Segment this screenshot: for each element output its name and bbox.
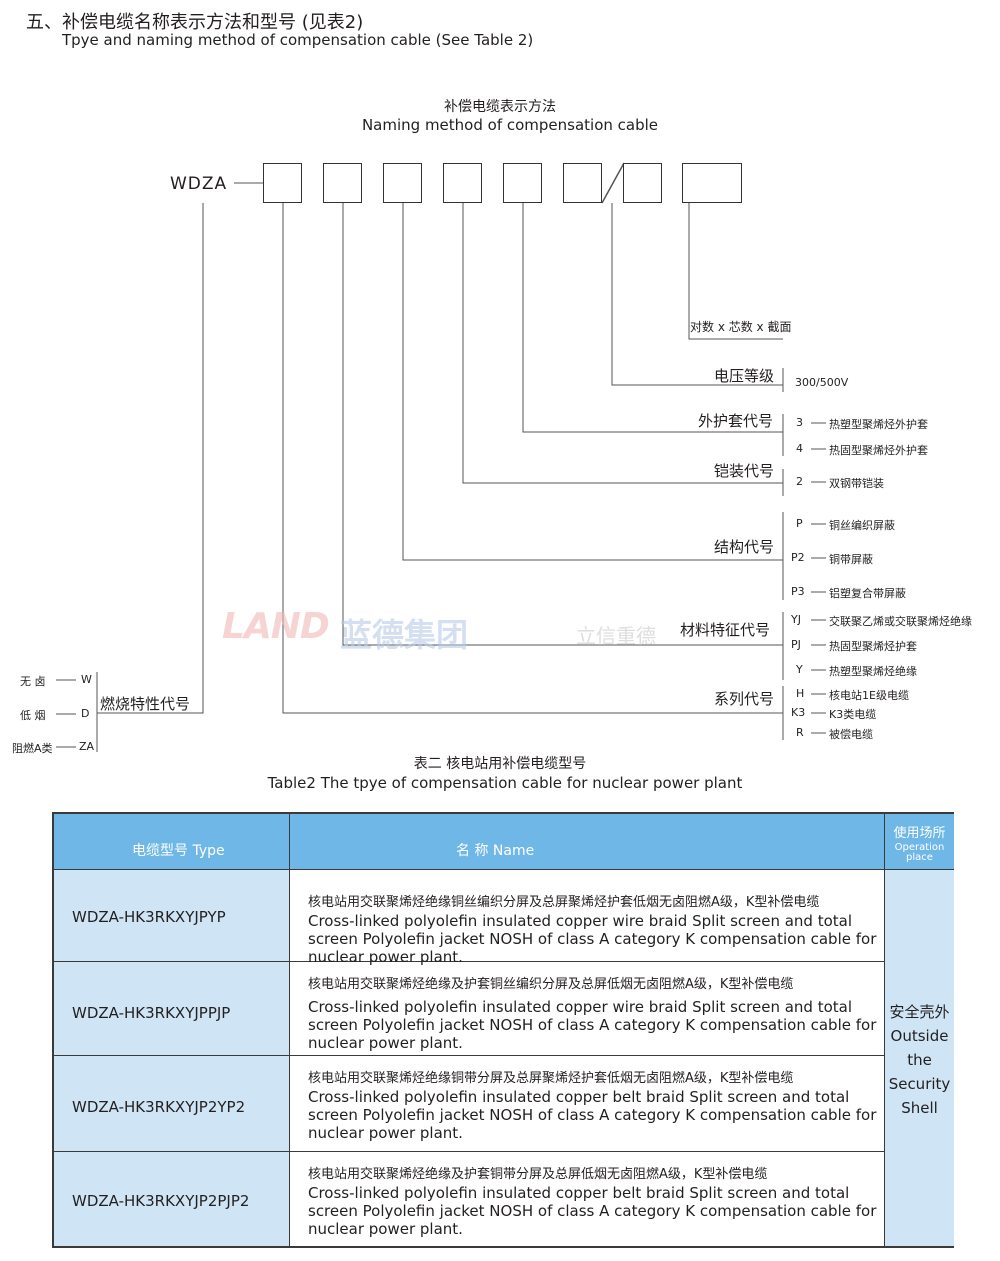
table-title-en: Table2 The tpye of compensation cable fo…	[267, 774, 743, 792]
code-box-armor	[443, 163, 482, 203]
field-label-voltage: 电压等级	[714, 367, 775, 385]
fire-option-code: W	[81, 673, 92, 686]
option-code: 2	[796, 475, 803, 488]
option-code: H	[796, 687, 805, 700]
code-box-voltage-a	[563, 163, 602, 203]
option-text: 热塑型聚烯烃外护套	[829, 418, 928, 431]
code-box-voltage-b	[623, 163, 662, 203]
code-box-material	[323, 163, 362, 203]
cable-name-en: Cross-linked polyolefin insulated copper…	[308, 912, 877, 966]
field-label-size: 对数 x 芯数 x 截面	[690, 320, 792, 334]
fire-option-name: 无 卤	[20, 675, 46, 688]
cable-type: WDZA-HK3RKXYJPPJP	[72, 1004, 231, 1022]
table-header-name-label: 名 称 Name	[456, 843, 535, 859]
table-row-name: 核电站用交联聚烯烃绝缘及护套铜丝编织分屏及总屏低烟无卤阻燃A级，K型补偿电缆 C…	[290, 962, 885, 1056]
place-text: 安全壳外 Outside the Security Shell	[885, 1000, 954, 1120]
field-label-structure: 结构代号	[714, 538, 775, 556]
field-label-series: 系列代号	[714, 690, 775, 708]
code-box-size	[682, 163, 742, 203]
field-label-material: 材料特征代号	[680, 621, 771, 639]
fire-option-name: 阻燃A类	[12, 742, 53, 755]
option-text: 热固型聚烯烃护套	[829, 640, 917, 653]
table-header-type-label: 电缆型号 Type	[132, 843, 225, 859]
table-row: WDZA-HK3RKXYJPPJP	[54, 962, 290, 1056]
option-code: R	[796, 726, 804, 739]
table-place-cell: 安全壳外 Outside the Security Shell	[885, 870, 954, 1246]
table-header-place: 使用场所 Operation place	[885, 814, 954, 870]
table-header-place-en: Operation place	[894, 842, 945, 863]
code-box-structure	[383, 163, 422, 203]
option-text: 铝塑复合带屏蔽	[829, 587, 906, 600]
place-en: Outside the Security Shell	[888, 1027, 951, 1117]
table-row: WDZA-HK3RKXYJPYP	[54, 870, 290, 962]
table-row-name: 核电站用交联聚烯烃绝缘铜带分屏及总屏聚烯烃护套低烟无卤阻燃A级，K型补偿电缆 C…	[290, 1056, 885, 1152]
cable-name: 核电站用交联聚烯烃绝缘铜丝编织分屏及总屏聚烯烃护套低烟无卤阻燃A级，K型补偿电缆…	[308, 894, 878, 966]
option-code: Y	[796, 663, 803, 676]
fire-option-name: 低 烟	[20, 709, 46, 722]
option-text: 热塑型聚烯烃绝缘	[829, 665, 917, 678]
code-box-series	[263, 163, 302, 203]
cable-name-cn: 核电站用交联聚烯烃绝缘铜带分屏及总屏聚烯烃护套低烟无卤阻燃A级，K型补偿电缆	[308, 1071, 794, 1086]
option-text: 热固型聚烯烃外护套	[829, 444, 928, 457]
place-cn: 安全壳外	[889, 1003, 950, 1021]
cable-name-en: Cross-linked polyolefin insulated copper…	[308, 1184, 877, 1238]
table-title-cn: 表二 核电站用补偿电缆型号	[413, 756, 587, 772]
option-code: 4	[796, 442, 803, 455]
option-code: P3	[791, 585, 805, 598]
diagram-connector-lines	[56, 162, 826, 752]
cable-type: WDZA-HK3RKXYJP2YP2	[72, 1098, 246, 1116]
cable-name: 核电站用交联聚烯烃绝缘铜带分屏及总屏聚烯烃护套低烟无卤阻燃A级，K型补偿电缆 C…	[308, 1070, 878, 1142]
cable-name-cn: 核电站用交联聚烯烃绝缘及护套铜丝编织分屏及总屏低烟无卤阻燃A级，K型补偿电缆	[308, 977, 794, 992]
code-prefix: WDZA	[170, 174, 228, 194]
option-text: 交联聚乙烯或交联聚烯烃绝缘	[829, 615, 972, 628]
option-code: PJ	[791, 638, 801, 651]
table-header-name: 名 称 Name	[290, 814, 885, 870]
table-row: WDZA-HK3RKXYJP2YP2	[54, 1056, 290, 1152]
option-text: 铜丝编织屏蔽	[829, 519, 895, 532]
option-code: YJ	[791, 613, 801, 626]
field-label-jacket: 外护套代号	[698, 412, 774, 430]
option-text: 被偿电缆	[829, 728, 873, 741]
watermark-brand: 蓝德集团	[340, 616, 469, 654]
table-header-type: 电缆型号 Type	[54, 814, 290, 870]
section-title-en: Tpye and naming method of compensation c…	[62, 31, 534, 49]
option-text: 核电站1E级电缆	[829, 689, 909, 702]
option-text: K3类电缆	[829, 708, 877, 721]
option-code: P2	[791, 551, 805, 564]
table-row-name: 核电站用交联聚烯烃绝缘及护套铜带分屏及总屏低烟无卤阻燃A级，K型补偿电缆 Cro…	[290, 1152, 885, 1246]
table-row-name: 核电站用交联聚烯烃绝缘铜丝编织分屏及总屏聚烯烃护套低烟无卤阻燃A级，K型补偿电缆…	[290, 870, 885, 966]
cable-name: 核电站用交联聚烯烃绝缘及护套铜丝编织分屏及总屏低烟无卤阻燃A级，K型补偿电缆 C…	[308, 976, 878, 1052]
watermark-slogan: 立信重德	[576, 624, 656, 648]
option-code: K3	[791, 706, 806, 719]
option-code: P	[796, 517, 803, 530]
diagram-title-en: Naming method of compensation cable	[361, 116, 659, 134]
cable-name-cn: 核电站用交联聚烯烃绝缘及护套铜带分屏及总屏低烟无卤阻燃A级，K型补偿电缆	[308, 1167, 768, 1182]
table-row: WDZA-HK3RKXYJP2PJP2	[54, 1152, 290, 1246]
diagram-title-cn: 补偿电缆表示方法	[444, 99, 556, 115]
option-text: 铜带屏蔽	[829, 553, 873, 566]
fire-option-code: ZA	[79, 740, 95, 753]
cable-name-en: Cross-linked polyolefin insulated copper…	[308, 1088, 877, 1142]
cable-name-cn: 核电站用交联聚烯烃绝缘铜丝编织分屏及总屏聚烯烃护套低烟无卤阻燃A级，K型补偿电缆	[308, 895, 820, 910]
field-label-armor: 铠装代号	[714, 462, 775, 480]
cable-type: WDZA-HK3RKXYJP2PJP2	[72, 1192, 250, 1210]
field-option-voltage: 300/500V	[795, 376, 849, 389]
watermark-logo: LAND	[222, 606, 330, 647]
code-box-jacket	[503, 163, 542, 203]
section-title-cn: 五、补偿电缆名称表示方法和型号 (见表2)	[26, 12, 364, 33]
cable-name: 核电站用交联聚烯烃绝缘及护套铜带分屏及总屏低烟无卤阻燃A级，K型补偿电缆 Cro…	[308, 1166, 878, 1238]
table-header-place-cn: 使用场所	[893, 826, 946, 841]
fire-option-code: D	[81, 707, 90, 720]
option-text: 双钢带铠装	[829, 477, 884, 490]
option-code: 3	[796, 416, 803, 429]
cable-name-en: Cross-linked polyolefin insulated copper…	[308, 998, 877, 1052]
fire-label: 燃烧特性代号	[100, 695, 191, 713]
cable-type: WDZA-HK3RKXYJPYP	[72, 908, 226, 926]
cable-type-table: 电缆型号 Type 名 称 Name 使用场所 Operation place …	[52, 812, 954, 1248]
